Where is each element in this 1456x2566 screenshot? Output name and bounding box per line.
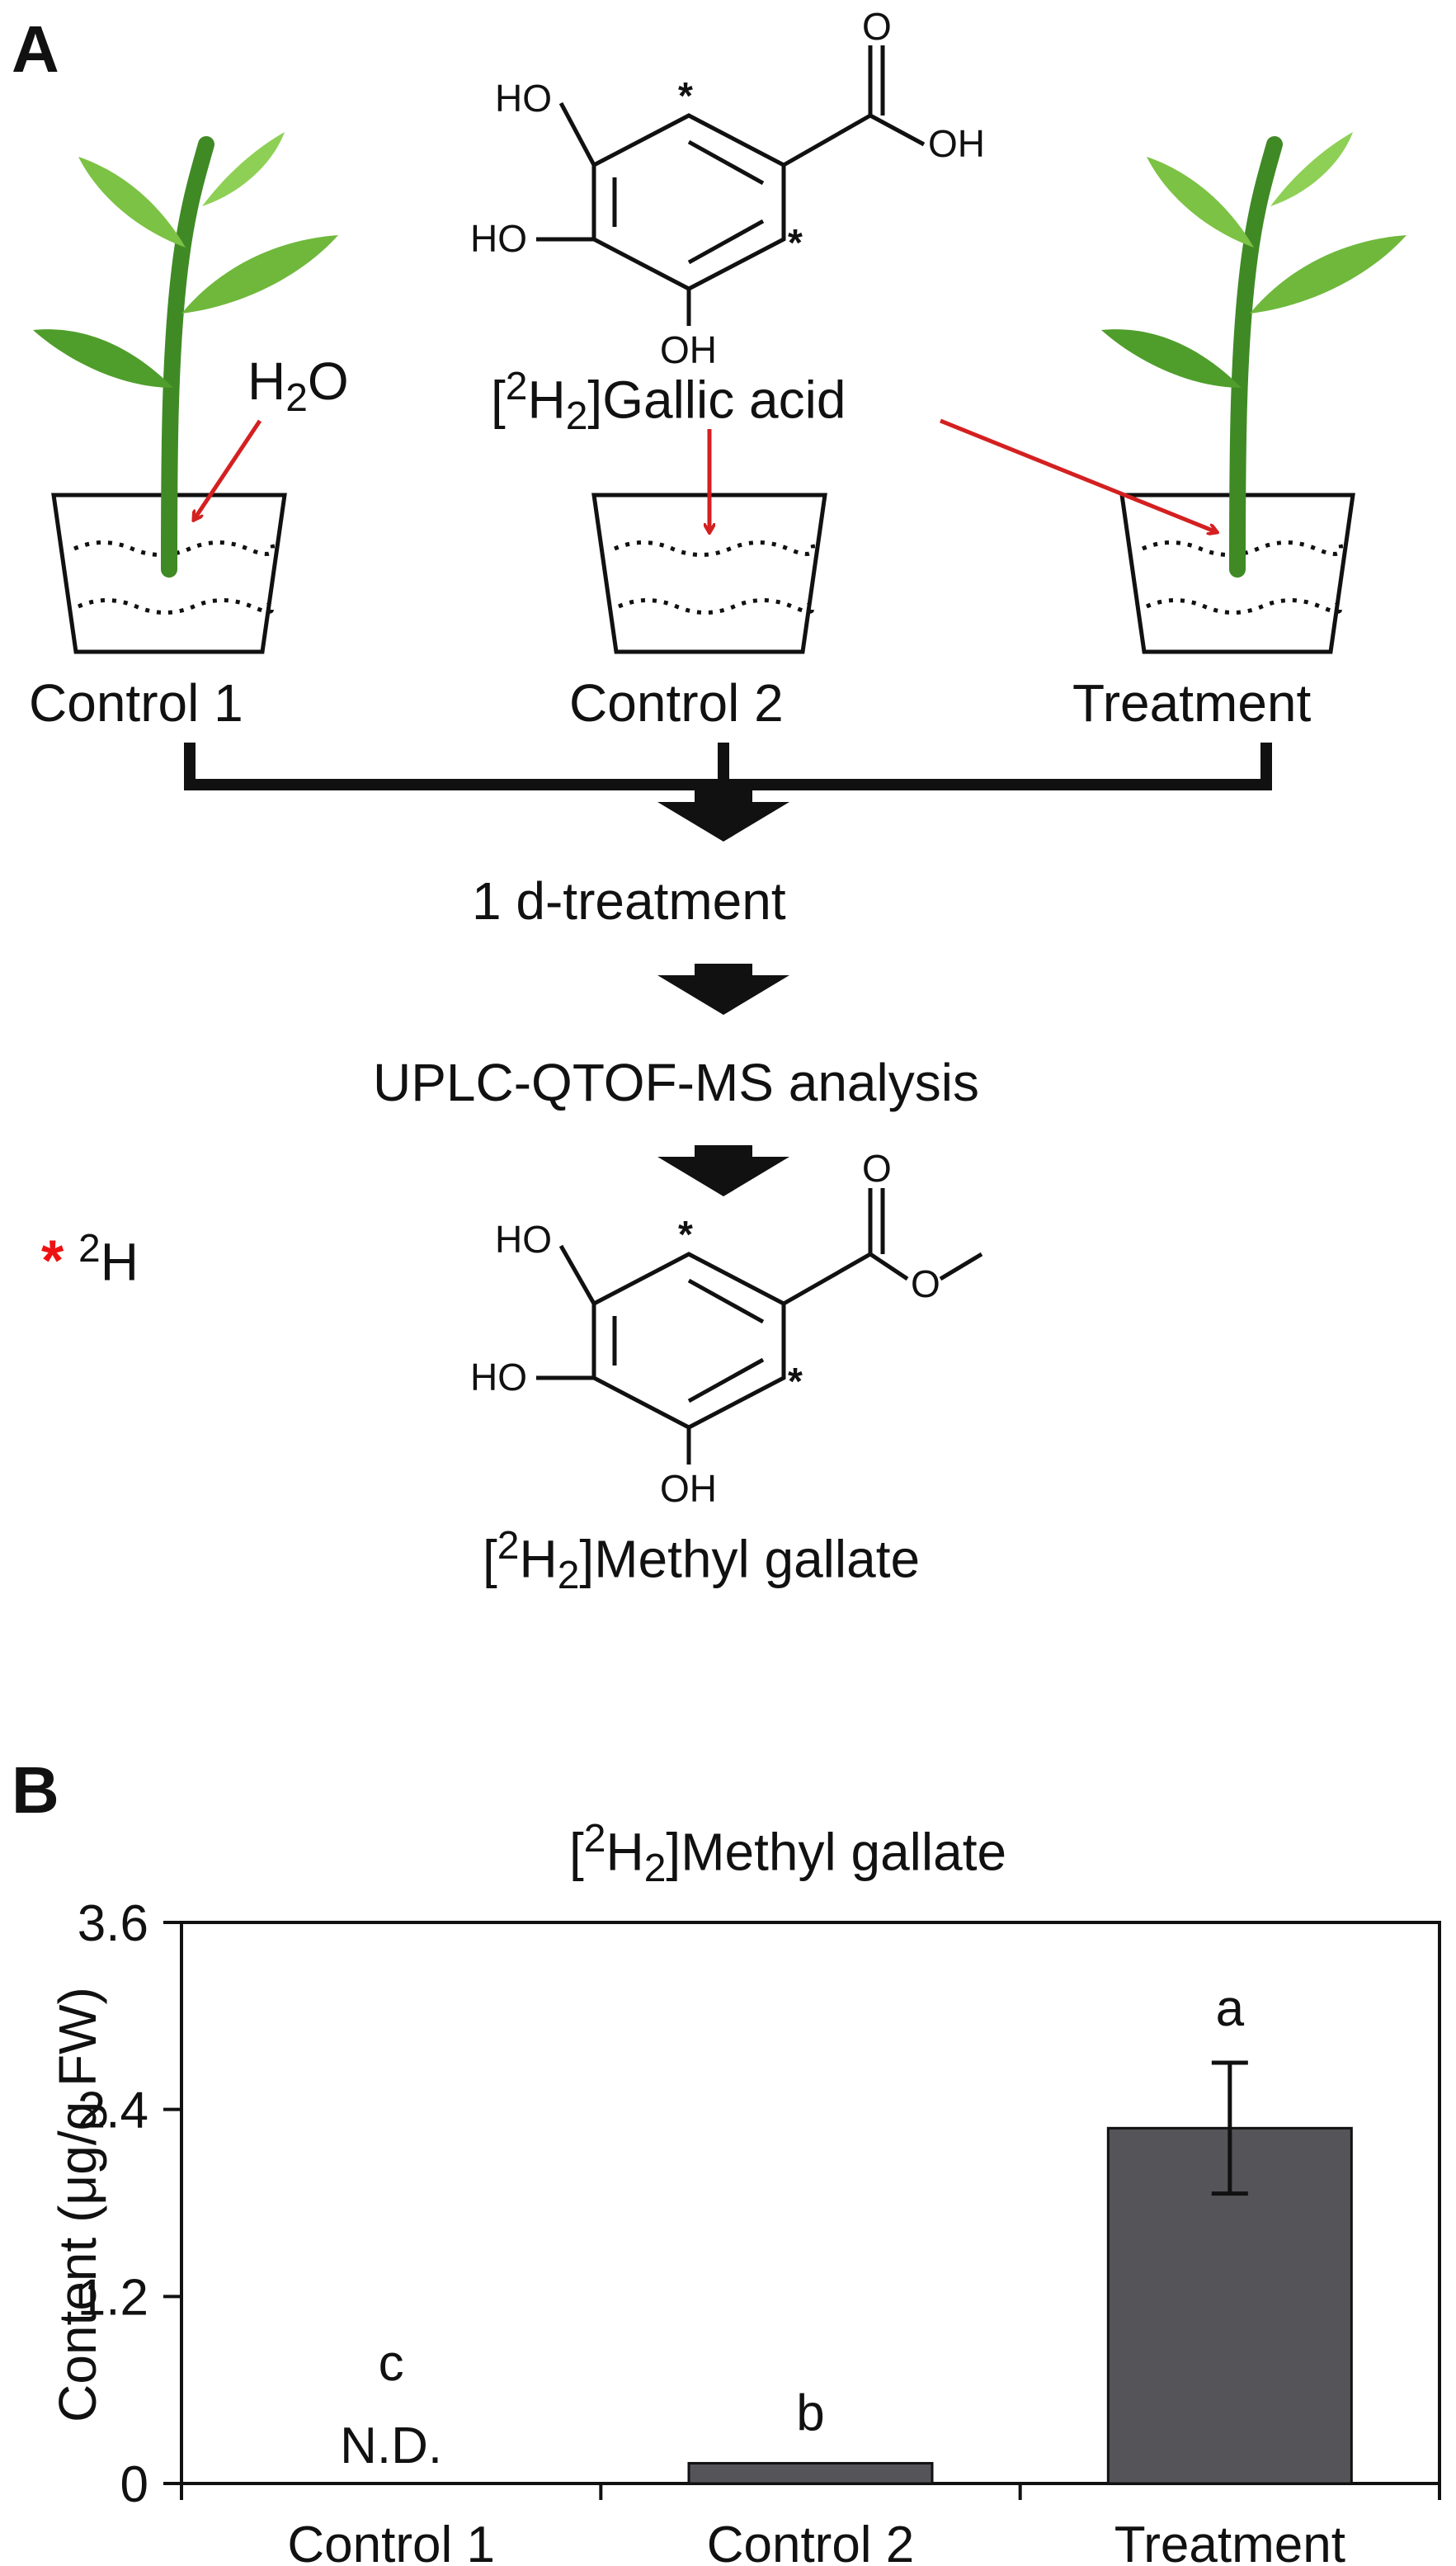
gallic-atom-ho-mid: HO [470,217,527,260]
water-arrow [194,419,262,520]
gallic-acid-name: [2H2]Gallic acid [491,365,846,439]
chart-title: [2H2]Methyl gallate [569,1817,1007,1891]
water-label: H2O [247,351,349,420]
step-2-label: UPLC-QTOF-MS analysis [373,1053,979,1112]
mg-deuterium-star-2: * [788,1360,803,1403]
flow-arrow-2 [657,964,789,1015]
panel-b-label: B [12,1753,59,1827]
chart-y-axis-label: Content (μg/g FW) [47,1987,107,2422]
pot-control-2 [591,493,827,654]
mg-atom-oh-bottom: OH [660,1467,717,1510]
gallic-atom-oh-bottom: OH [660,328,717,371]
pot-label-treatment: Treatment [1072,673,1312,733]
gallic-acid-structure [536,45,926,326]
mg-atom-o-carbonyl: O [862,1147,892,1190]
methyl-gallate-name: [2H2]Methyl gallate [483,1524,921,1598]
mg-atom-ho-top: HO [495,1218,552,1261]
flow-arrow-3 [657,1145,789,1196]
gallic-atom-ho-top: HO [495,77,552,120]
pot-label-control-1: Control 1 [29,673,243,733]
gallic-atom-o-carbonyl: O [862,5,892,48]
step-1-label: 1 d-treatment [472,871,786,931]
panel-a-label: A [12,12,59,86]
gallic-atom-oh-acid: OH [928,122,985,165]
flow-arrow-1 [657,790,789,842]
gallic-deuterium-star-2: * [788,221,803,264]
plant-treatment [1101,132,1407,578]
gallic-to-treatment-arrow [940,418,1217,532]
mg-atom-ho-mid: HO [470,1356,527,1399]
legend-star-icon: * [41,1228,64,1293]
flow-bracket [184,743,1272,790]
gallic-deuterium-star-1: * [678,74,693,117]
plant-control-1 [33,132,338,578]
deuterium-legend: * 2H [41,1227,139,1293]
methyl-gallate-structure [536,1188,983,1465]
mg-deuterium-star-1: * [678,1213,693,1256]
pot-label-control-2: Control 2 [569,673,784,733]
mg-atom-o-ester: O [911,1262,940,1305]
gallic-ring [591,113,786,291]
